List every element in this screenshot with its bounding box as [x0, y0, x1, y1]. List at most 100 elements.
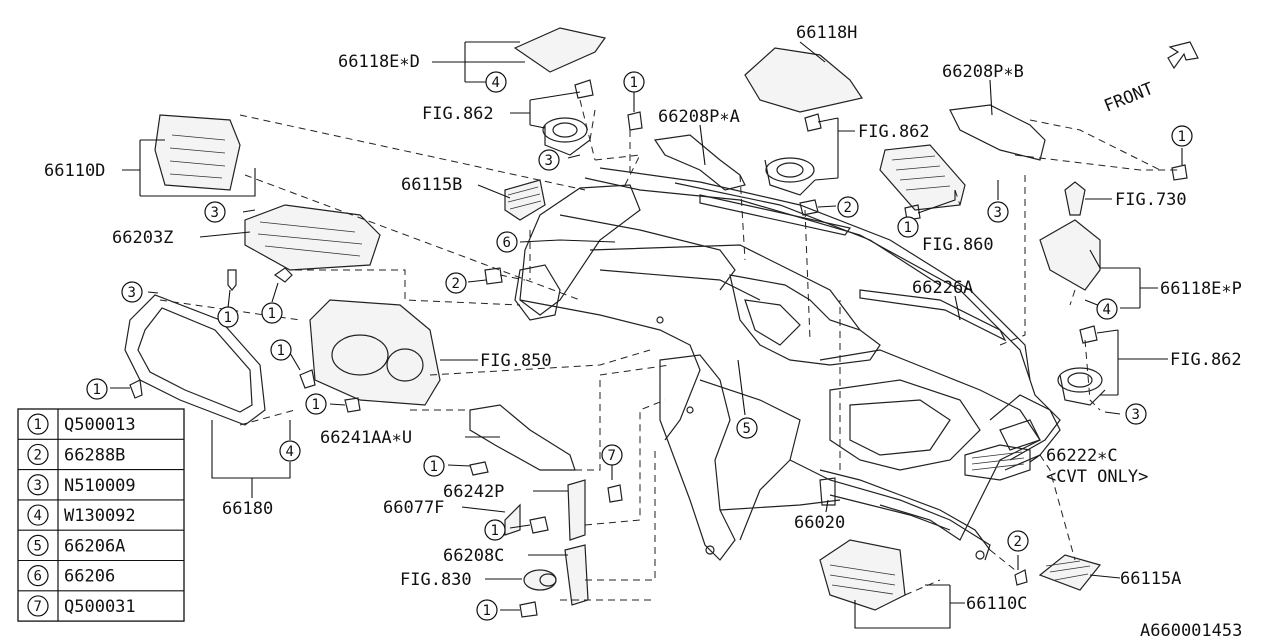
part-66208C [564, 544, 589, 606]
part-fig730-knob [1064, 181, 1086, 216]
legend-number: 3 [34, 478, 42, 494]
svg-text:4: 4 [492, 75, 500, 91]
label-66226A: 66226A [912, 278, 973, 298]
callout-1-duct-left: 1 [217, 306, 239, 328]
dashboard-panel-illustration [514, 167, 1061, 561]
svg-text:1: 1 [93, 382, 101, 398]
part-66020 [819, 477, 836, 506]
label-fig730: FIG.730 [1115, 190, 1187, 210]
label-66118H: 66118H [796, 23, 857, 43]
callout-1-duct-right: 1 [261, 302, 283, 324]
callout-3-fig860: 3 [987, 201, 1009, 223]
part-66118E-D-cover [513, 27, 607, 73]
part-66208P-A-bracket [653, 134, 746, 191]
callout-1-bracket-u: 1 [423, 455, 445, 477]
legend-number-circle [27, 474, 49, 496]
part-speaker-center [764, 157, 816, 196]
legend-part-number: Q500031 [64, 597, 136, 617]
svg-text:1: 1 [277, 343, 285, 359]
svg-text:3: 3 [211, 205, 219, 221]
front-label: FRONT [1101, 79, 1156, 117]
svg-text:5: 5 [743, 421, 751, 437]
svg-text:1: 1 [312, 397, 320, 413]
legend-number: 7 [34, 599, 42, 615]
callout-5: 5 [736, 417, 758, 439]
svg-text:1: 1 [1178, 129, 1186, 145]
legend-number-circle [27, 504, 49, 526]
part-66203Z-duct [244, 204, 381, 271]
part-66208P-B-bracket [949, 104, 1046, 161]
callout-1-66077F: 1 [484, 519, 506, 541]
part-66118H-cover [744, 47, 863, 113]
svg-text:3: 3 [1132, 407, 1140, 423]
legend-number: 1 [34, 417, 42, 433]
label-66118E-P: 66118E∗P [1160, 279, 1242, 299]
svg-text:1: 1 [491, 523, 499, 539]
svg-text:4: 4 [286, 444, 294, 460]
diagram-id: A660001453 [1140, 621, 1242, 640]
callout-1-right-top: 1 [1171, 125, 1193, 147]
callout-4-bezel: 4 [279, 440, 301, 462]
svg-text:3: 3 [128, 285, 136, 301]
label-66203Z: 66203Z [112, 228, 173, 248]
svg-text:6: 6 [503, 235, 511, 251]
label-66241AA-U: 66241AA∗U [320, 428, 412, 448]
part-66115A-grille [1038, 554, 1102, 591]
part-66110C-vent [819, 539, 906, 611]
svg-text:2: 2 [452, 276, 460, 292]
part-66242P-panel [567, 479, 586, 541]
legend-number-circle [27, 413, 49, 435]
svg-text:3: 3 [545, 153, 553, 169]
callout-3-speaker-left: 3 [538, 149, 560, 171]
svg-text:1: 1 [630, 75, 638, 91]
callout-markers: 1 1 1 1 1 1 1 1 1 1 1 2 2 2 3 3 3 3 3 4 … [86, 71, 1193, 621]
callout-3-speaker-right: 3 [1125, 403, 1147, 425]
label-66110C: 66110C [966, 594, 1027, 614]
label-66118E-D: 66118E∗D [338, 52, 420, 72]
svg-text:1: 1 [268, 306, 276, 322]
label-66115B: 66115B [401, 175, 462, 195]
part-fig860-module [879, 144, 966, 211]
callout-1-bezel: 1 [86, 378, 108, 400]
label-66222-C: 66222∗C [1046, 446, 1118, 466]
svg-text:1: 1 [483, 603, 491, 619]
callout-4-top: 4 [485, 71, 507, 93]
label-66208P-B: 66208P∗B [942, 62, 1024, 82]
part-66110D-vent [154, 114, 241, 191]
label-66077F: 66077F [383, 498, 444, 518]
svg-text:1: 1 [430, 459, 438, 475]
legend-number: 5 [34, 538, 42, 554]
part-66118E-P-cover [1039, 219, 1101, 291]
part-66180-bezel [124, 294, 266, 426]
label-fig830: FIG.830 [400, 570, 472, 590]
part-66115B-grille [504, 179, 546, 221]
label-66115A: 66115A [1120, 569, 1181, 589]
svg-text:4: 4 [1103, 302, 1111, 318]
svg-text:1: 1 [904, 220, 912, 236]
callout-2-left: 2 [445, 272, 467, 294]
svg-text:3: 3 [994, 205, 1002, 221]
callout-1-meter-bottom: 1 [305, 393, 327, 415]
svg-text:2: 2 [844, 200, 852, 216]
leader-lines [110, 41, 1183, 629]
label-cvt-note: <CVT ONLY> [1046, 467, 1148, 487]
label-fig850: FIG.850 [480, 351, 552, 371]
fasteners [129, 79, 1188, 618]
part-labels: 66118E∗D 66118H 66208P∗B FIG.862 66208P∗… [44, 23, 1242, 640]
label-66208C: 66208C [443, 546, 504, 566]
legend-part-number: W130092 [64, 506, 136, 526]
label-66020: 66020 [794, 513, 845, 533]
callout-6: 6 [496, 231, 518, 253]
callout-1-meter-screw: 1 [623, 71, 645, 93]
callout-1-fig860: 1 [897, 216, 919, 238]
callout-1-fig830: 1 [476, 599, 498, 621]
part-speaker-left [542, 117, 591, 156]
part-fig830-knob [523, 569, 557, 591]
label-fig862-top-left: FIG.862 [422, 104, 494, 124]
legend-part-number: N510009 [64, 476, 136, 496]
dashed-reference-lines [159, 99, 1180, 601]
legend-number-circle [27, 595, 49, 617]
legend-number-circle [27, 565, 49, 587]
